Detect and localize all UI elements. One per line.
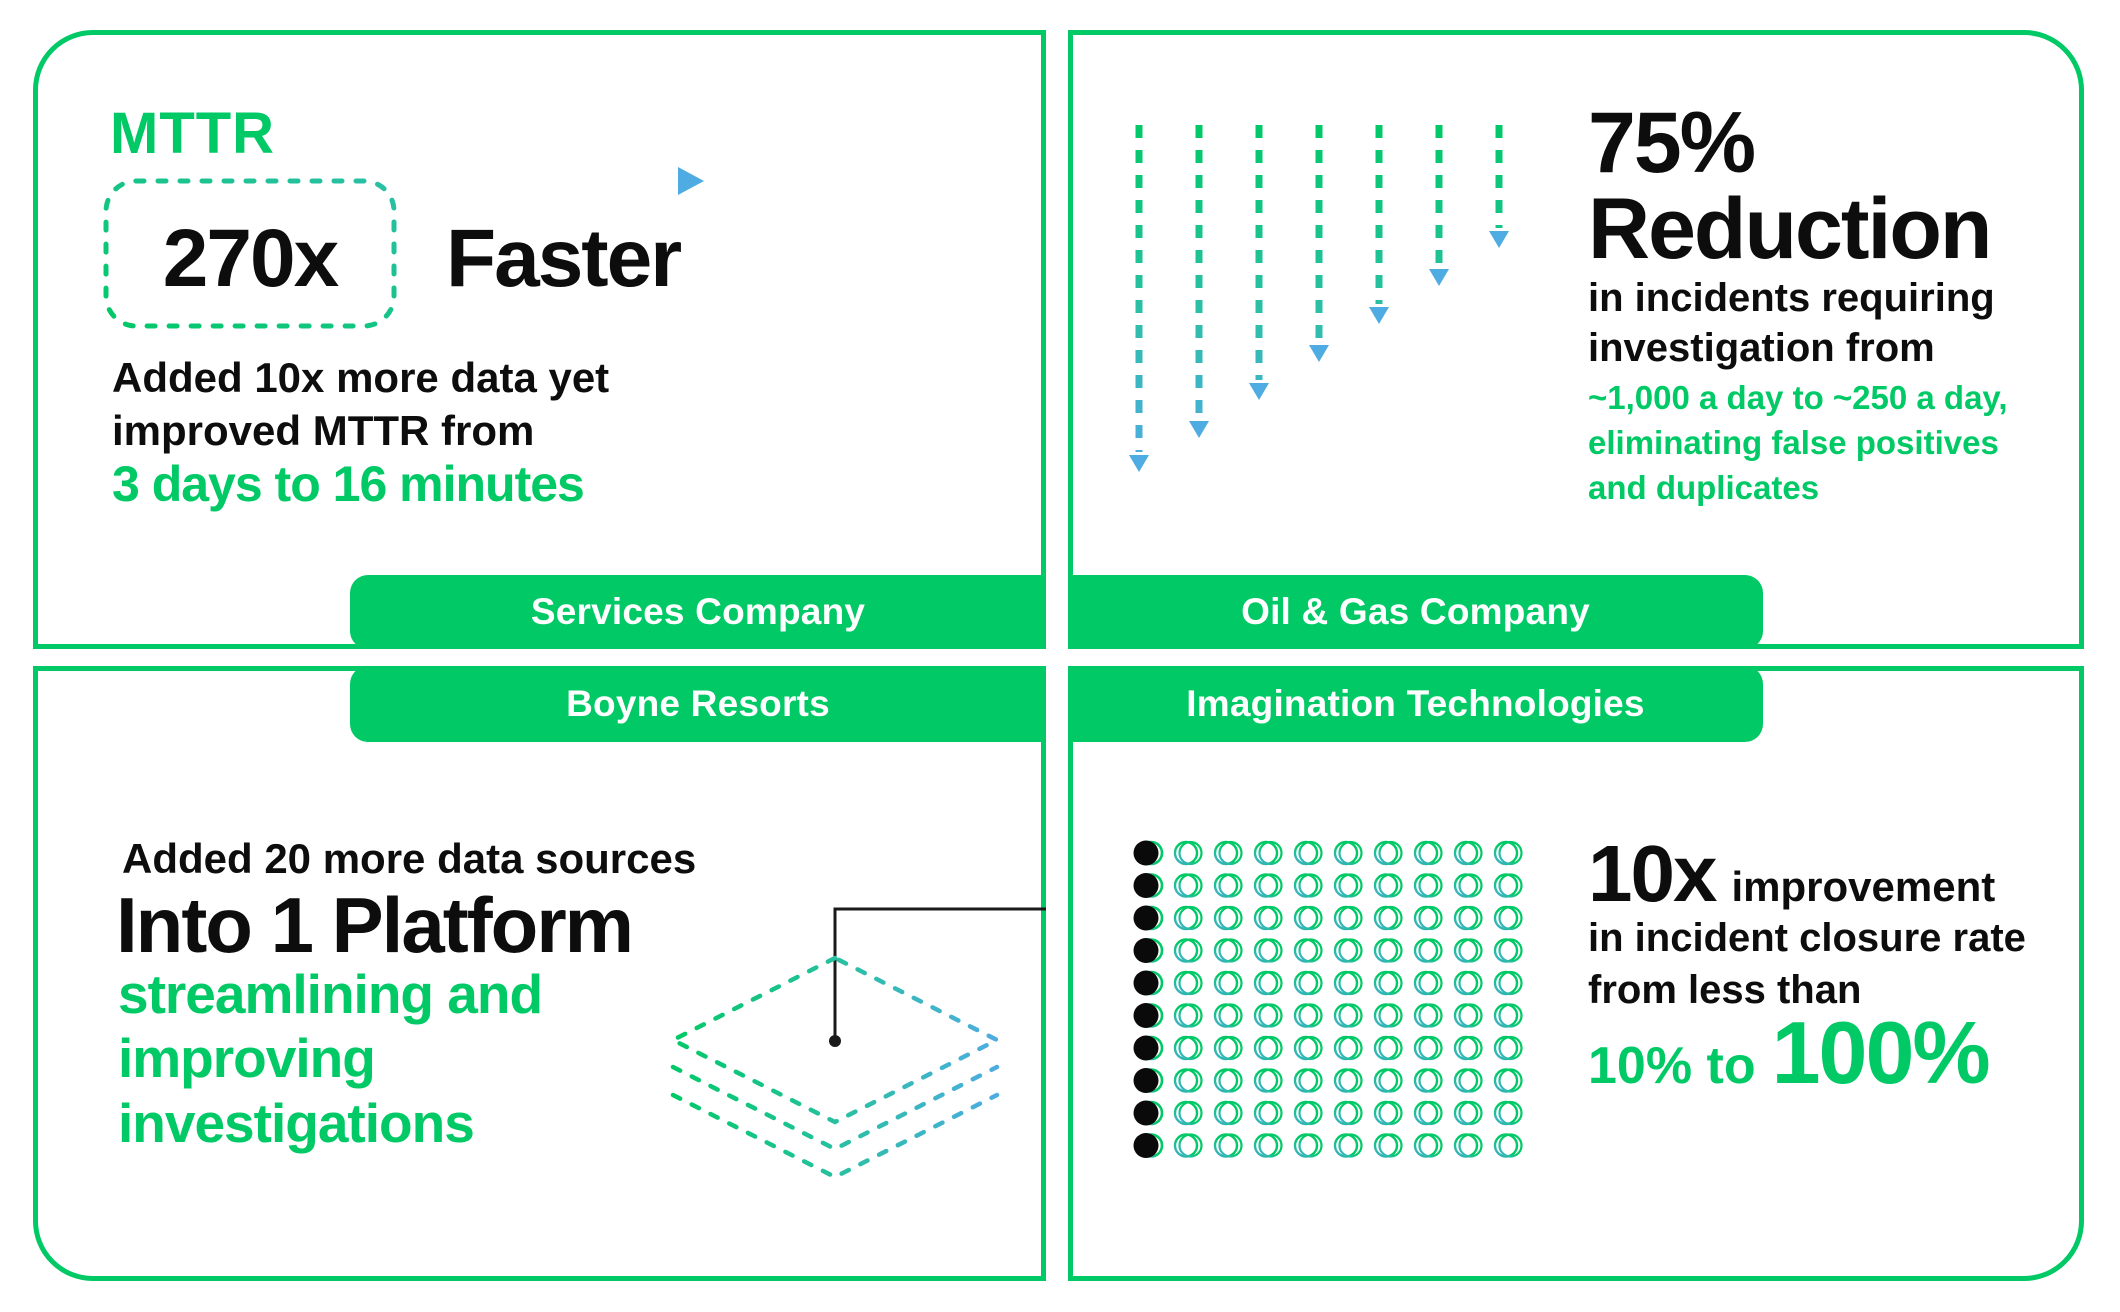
reduction-description-line1: in incidents requiring: [1588, 276, 1995, 320]
reduction-description-line2: investigation from: [1588, 325, 1935, 370]
mttr-description-line1: Added 10x more data yet: [112, 354, 610, 401]
panel-services: [33, 30, 1046, 649]
closure-highlight-from: 10% to: [1588, 1037, 1756, 1095]
badge-services-company: Services Company: [350, 575, 1046, 649]
mttr-kicker: MTTR: [110, 101, 276, 166]
reduction-highlight: ~1,000 a day to ~250 a day, eliminating …: [1588, 376, 2008, 511]
closure-description: in incident closure rate from less than: [1588, 912, 2026, 1016]
mttr-description-line2: improved MTTR from: [112, 406, 535, 454]
reduction-highlight-line2: eliminating false positives: [1588, 423, 1999, 461]
closure-highlight-to: 100%: [1771, 1003, 1991, 1102]
platform-highlight-line1: streamlining and: [118, 963, 543, 1025]
reduction-stat: 75% Reduction: [1588, 95, 1992, 277]
badge-boyne-resorts: Boyne Resorts: [350, 666, 1046, 742]
reduction-stat-word: Reduction: [1588, 181, 1992, 277]
closure-stat-row: 10x improvement: [1588, 828, 1995, 920]
reduction-highlight-line1: ~1,000 a day to ~250 a day,: [1588, 379, 2008, 416]
closure-description-line2: from less than: [1588, 968, 1862, 1012]
badge-oil-gas-company: Oil & Gas Company: [1068, 575, 1763, 649]
reduction-highlight-line3: and duplicates: [1588, 468, 1820, 506]
reduction-stat-percent: 75%: [1588, 95, 1756, 191]
platform-highlight: streamlining and improving investigation…: [118, 962, 543, 1155]
closure-highlight-row: 10% to 100%: [1588, 1002, 1991, 1104]
badge-imagination-technologies: Imagination Technologies: [1068, 666, 1763, 742]
platform-stat: Into 1 Platform: [116, 881, 634, 969]
closure-description-line1: in incident closure rate: [1588, 916, 2026, 960]
mttr-description: Added 10x more data yet improved MTTR fr…: [112, 352, 609, 458]
stat-faster-label: Faster: [446, 213, 682, 304]
closure-stat: 10x: [1588, 829, 1717, 918]
reduction-description: in incidents requiring investigation fro…: [1588, 274, 1995, 373]
mttr-highlight: 3 days to 16 minutes: [112, 456, 585, 512]
panel-oil-gas: [1068, 30, 2084, 649]
closure-stat-suffix: improvement: [1731, 863, 1996, 910]
stat-270x: 270x: [162, 213, 339, 304]
platform-lead-text: Added 20 more data sources: [122, 835, 697, 882]
platform-highlight-line2: improving: [118, 1027, 376, 1090]
platform-highlight-line3: investigations: [118, 1091, 475, 1154]
